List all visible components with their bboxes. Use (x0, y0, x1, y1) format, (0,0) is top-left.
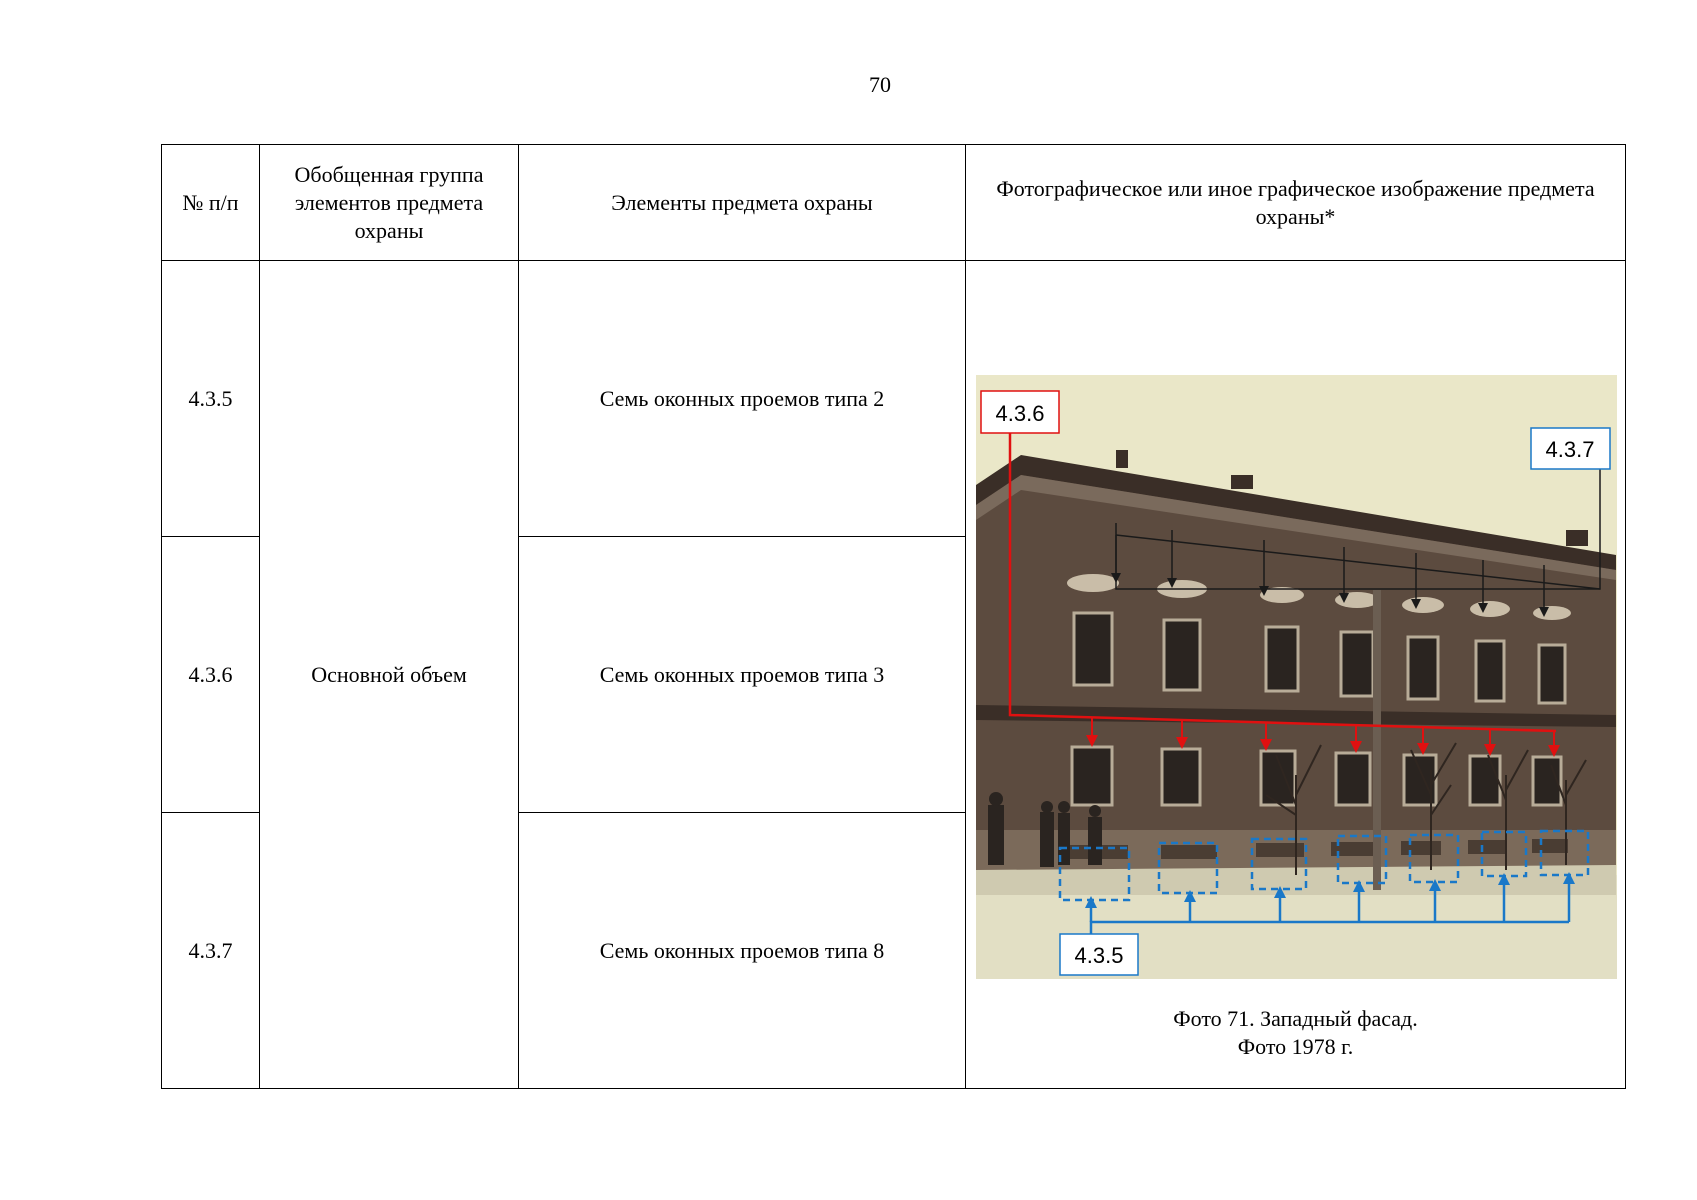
row-element: Семь оконных проемов типа 8 (518, 812, 966, 1089)
label-blue: 4.3.5 (1075, 943, 1124, 968)
header-elements: Элементы предмета охраны (518, 144, 966, 261)
label-dark: 4.3.7 (1546, 437, 1595, 462)
facade-photo: 4.3.6 4.3.7 4.3.5 (976, 375, 1617, 979)
row-element: Семь оконных проемов типа 3 (518, 536, 966, 813)
table-row: 4.3.6 Семь оконных проемов типа 3 (161, 536, 1626, 813)
row-element: Семь оконных проемов типа 2 (518, 260, 966, 537)
table-row: 4.3.5 Основной объем Семь оконных проемо… (161, 260, 1626, 1089)
protection-table: № п/п Обобщенная группа элементов предме… (161, 144, 1626, 1089)
table-header-row: № п/п Обобщенная группа элементов предме… (161, 144, 1626, 261)
row-num: 4.3.5 (161, 260, 260, 537)
photo-cell: 4.3.6 4.3.7 4.3.5 Фото 71. Западный фаса… (965, 260, 1626, 1089)
table-row: 4.3.7 Семь оконных проемов типа 8 (161, 812, 1626, 1089)
label-red: 4.3.6 (996, 401, 1045, 426)
header-image: Фотографическое или иное графическое изо… (965, 144, 1626, 261)
page-number: 70 (869, 72, 891, 97)
caption-line1: Фото 71. Западный фасад. (1173, 1006, 1418, 1031)
group-cell: Основной объем (259, 260, 519, 1089)
header-group: Обобщенная группа элементов предмета охр… (259, 144, 519, 261)
caption-line2: Фото 1978 г. (1237, 1034, 1354, 1059)
row-num: 4.3.7 (161, 812, 260, 1089)
row-num: 4.3.6 (161, 536, 260, 813)
header-num: № п/п (161, 144, 260, 261)
photo-caption: Фото 71. Западный фасад. Фото 1978 г. (966, 1005, 1625, 1061)
